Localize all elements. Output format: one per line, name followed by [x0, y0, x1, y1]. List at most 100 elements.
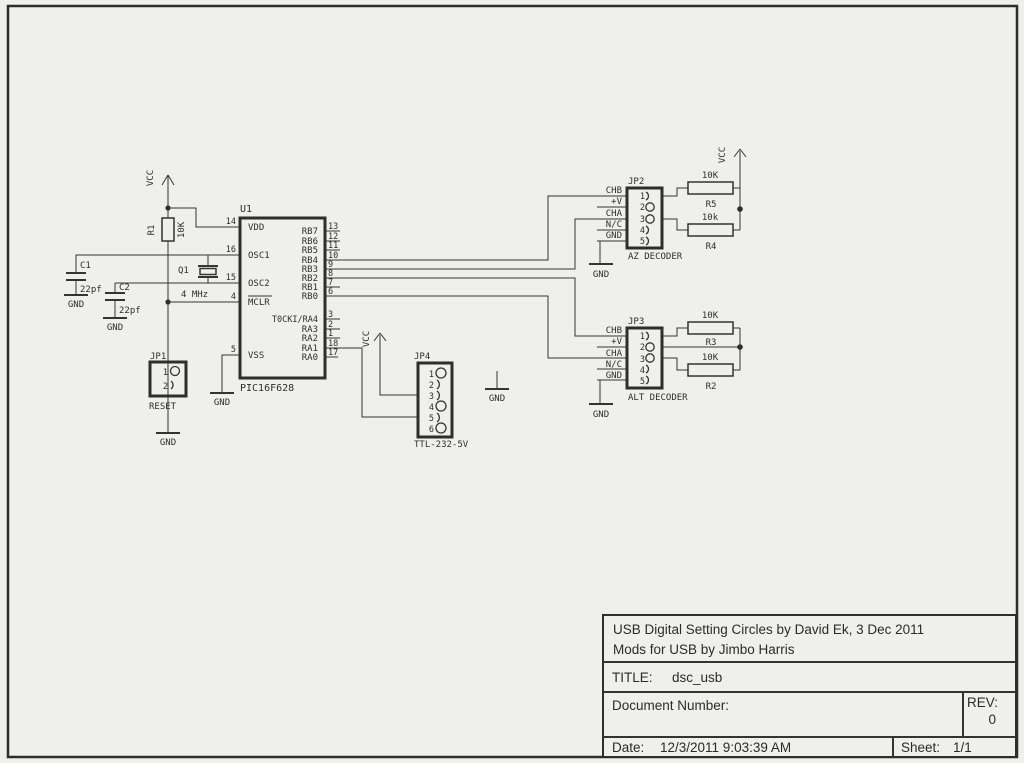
gnd-symbol-jp3: GND — [589, 403, 613, 420]
jp1-pin-icon — [170, 380, 174, 390]
pin-number: 13 — [328, 222, 338, 232]
gnd-label: GND — [68, 300, 84, 310]
junction-dot — [737, 206, 743, 212]
jp3-pin-icon — [645, 342, 655, 352]
pin-number: 5 — [231, 345, 236, 355]
jp2-pin-number: 3 — [640, 215, 645, 225]
r1-value: 10K — [177, 221, 187, 238]
rev-label: REV: — [967, 695, 998, 710]
net-label: CHA — [606, 209, 623, 219]
gnd-label: GND — [593, 410, 609, 420]
q1-value: 4 MHz — [181, 290, 208, 300]
pin-number: 4 — [231, 292, 236, 302]
pin-number: 18 — [328, 339, 338, 349]
pin-label: RA3 — [302, 325, 318, 335]
pin-label: RB3 — [302, 265, 318, 275]
pin-label: MCLR — [248, 298, 270, 308]
wire-r2-left — [662, 357, 688, 371]
pin-label: RB5 — [302, 246, 318, 256]
pin-number: 9 — [328, 260, 333, 270]
pin-number: 16 — [226, 245, 236, 255]
jp3-pin-icon — [645, 364, 650, 374]
wire-vss — [221, 354, 240, 393]
jp1-body — [148, 360, 188, 398]
jp3-pin-icon — [645, 353, 655, 363]
pin-number: 14 — [226, 217, 236, 227]
title-label: TITLE: — [612, 670, 653, 685]
pin-label: RB7 — [302, 227, 318, 237]
jp4-pin-number: 2 — [429, 381, 434, 391]
wire-r4-left — [662, 218, 688, 231]
c1-ref: C1 — [80, 261, 91, 271]
sheet-value: 1/1 — [953, 740, 972, 755]
u1-part: PIC16F628 — [240, 383, 294, 394]
gnd-label: GND — [160, 438, 176, 448]
jp2-pin-number: 1 — [640, 192, 645, 202]
jp3-pin-icon — [645, 331, 650, 341]
jp3-pin-number: 4 — [640, 366, 645, 376]
pin-stubs — [325, 230, 340, 358]
pin-label: RA1 — [302, 344, 318, 354]
jp4-pin-icon — [435, 367, 447, 379]
jp4-pin-number: 4 — [429, 403, 434, 413]
jp2-ref: JP2 — [628, 177, 644, 187]
jp2-pin-icon — [645, 225, 650, 235]
pin-label: VDD — [248, 223, 264, 233]
pin-label: OSC1 — [248, 251, 270, 261]
r5-ref: R5 — [706, 200, 717, 210]
date-value: 12/3/2011 9:03:39 AM — [660, 740, 791, 755]
vcc-symbol-left: VCC — [146, 170, 175, 218]
vcc-symbol-right: VCC — [718, 147, 747, 230]
pin-number: 2 — [328, 320, 333, 330]
net-label: CHB — [606, 326, 622, 336]
gnd-label: GND — [107, 323, 123, 333]
pin-number: 15 — [226, 273, 236, 283]
pin-number: 11 — [328, 241, 338, 251]
c2-value: 22pf — [119, 306, 141, 316]
c2-ref: C2 — [119, 283, 130, 293]
jp4-body — [416, 361, 454, 439]
crystal-q1: Q1 4 MHz — [178, 255, 218, 300]
jp2-pin-icon — [645, 191, 650, 201]
jp1-pin-number: 1 — [163, 368, 168, 378]
jp3-net-stubs — [597, 346, 627, 381]
jp4-label: TTL-232-5V — [414, 440, 469, 450]
r2-ref: R2 — [706, 382, 717, 392]
jp4-pin-number: 6 — [429, 425, 434, 435]
jp1-pin-icon — [169, 365, 181, 377]
capacitor-c2: C2 22pf — [105, 283, 141, 318]
jp1-pin-number: 2 — [163, 382, 168, 392]
net-label: N/C — [606, 220, 622, 230]
gnd-symbol-c2: GND — [103, 317, 127, 333]
pin-label: RB1 — [302, 283, 318, 293]
pin-label: OSC2 — [248, 279, 270, 289]
date-label: Date: — [612, 740, 644, 755]
pin-label: VSS — [248, 351, 264, 361]
jp2-pin-number: 5 — [640, 237, 645, 247]
jp4-pin-number: 1 — [429, 370, 434, 380]
wire-ra1-jp4 — [325, 347, 418, 418]
pin-number: 17 — [328, 348, 338, 358]
r3-ref: R3 — [706, 338, 717, 348]
jp1-label: RESET — [149, 402, 177, 412]
crystal-body — [199, 267, 217, 276]
wire-rb0-alt-cha — [325, 295, 627, 359]
wire-rb3-az-cha — [325, 218, 627, 270]
jp3-pin-number: 2 — [640, 343, 645, 353]
net-label: GND — [606, 231, 622, 241]
connector-jp2: JP2 CHB +V CHA N/C GND 1 2 3 4 5 AZ DECO… — [597, 177, 683, 262]
title-block-line1: USB Digital Setting Circles by David Ek,… — [613, 622, 924, 637]
pin-number: 12 — [328, 232, 338, 242]
net-label: GND — [606, 371, 622, 381]
jp3-label: ALT DECODER — [628, 393, 688, 403]
wire-r3-left — [662, 327, 688, 337]
jp3-pin-number: 1 — [640, 332, 645, 342]
pin-number: 1 — [328, 329, 333, 339]
net-label: CHA — [606, 349, 623, 359]
jp2-pin-number: 2 — [640, 203, 645, 213]
document-number-label: Document Number: — [612, 698, 729, 713]
title-block-border — [602, 614, 1017, 758]
sheet-label: Sheet: — [901, 740, 940, 755]
